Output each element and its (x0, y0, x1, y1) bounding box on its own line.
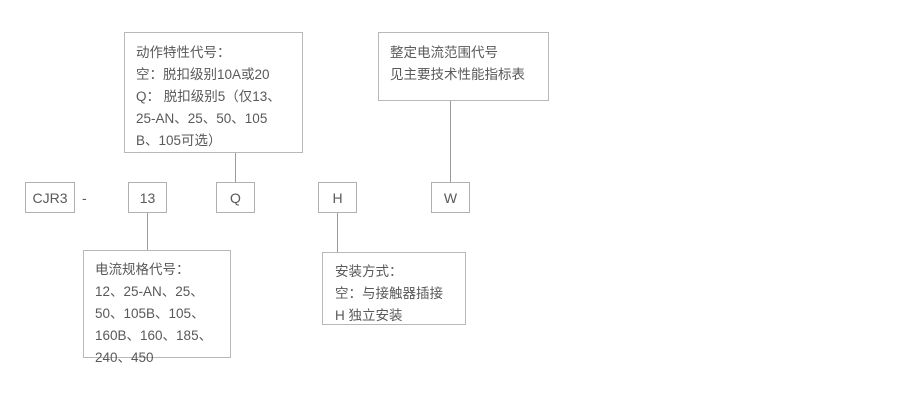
note-mounting-method: 安装方式： 空：与接触器插接 H 独立安装 (322, 252, 466, 325)
code-box-mounting: H (318, 182, 357, 213)
connector-q-to-action-characteristic (235, 153, 236, 182)
connector-w-to-current-range (450, 101, 451, 182)
note-action-characteristic: 动作特性代号： 空：脱扣级别10A或20 Q： 脱扣级别5（仅13、 25-AN… (124, 32, 303, 153)
code-box-action-characteristic: Q (216, 182, 255, 213)
note-current-spec: 电流规格代号： 12、25-AN、25、 50、105B、105、 160B、1… (83, 250, 231, 365)
connector-h-to-mounting-method (337, 213, 338, 252)
code-box-current-spec: 13 (128, 182, 167, 213)
note-current-range: 整定电流范围代号 见主要技术性能指标表 (378, 32, 549, 101)
model-separator-dash: - (82, 190, 87, 206)
connector-13-to-current-spec (147, 213, 148, 250)
code-box-current-range: W (431, 182, 470, 213)
code-box-series: CJR3 (25, 182, 75, 213)
